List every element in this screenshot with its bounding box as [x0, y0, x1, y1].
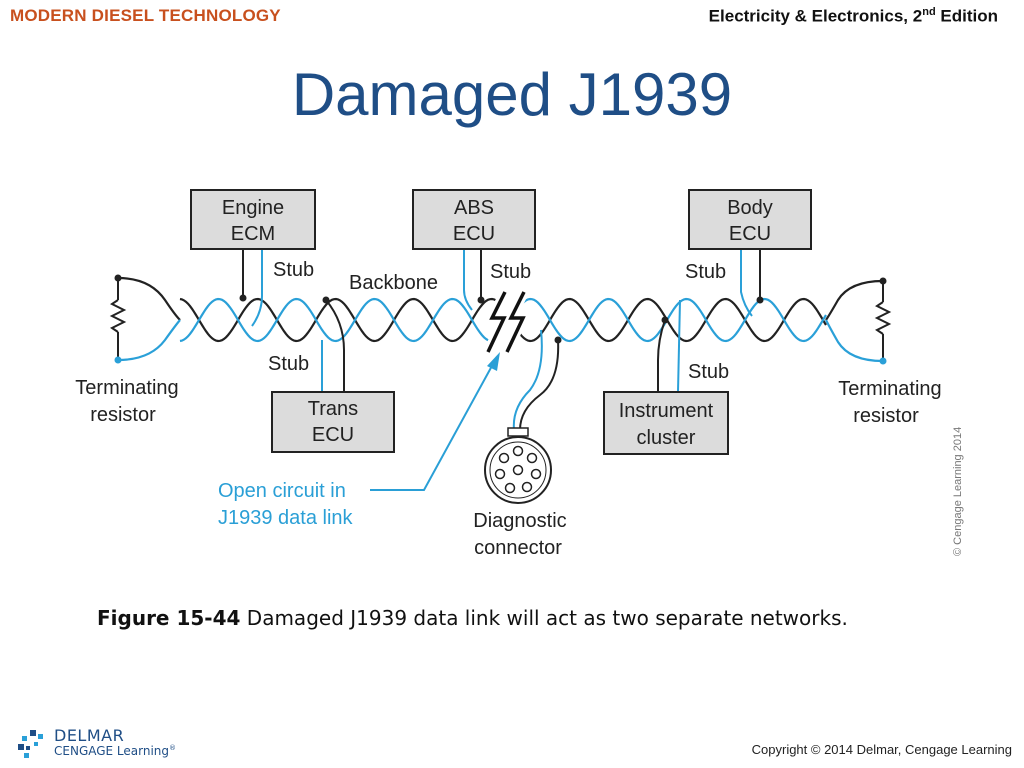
abs-ecu-line2: ECU	[453, 223, 495, 245]
open-circuit-arrow	[370, 352, 500, 491]
trans-ecu-line1: Trans	[308, 398, 358, 420]
engine-ecm-box: Engine ECM	[190, 189, 316, 250]
terminating-label-right-1: Terminating	[838, 378, 941, 400]
book-title: Electricity & Electronics, 2nd Edition	[709, 6, 998, 27]
instrument-cluster-line1: Instrument	[619, 400, 714, 422]
edition-superscript: nd	[922, 6, 936, 18]
stub-label-abs: Stub	[490, 261, 531, 283]
body-ecu-line1: Body	[727, 197, 773, 219]
stub-label-body: Stub	[685, 261, 726, 283]
resistor-icon	[109, 299, 127, 333]
instrument-cluster-box: Instrument cluster	[603, 391, 729, 455]
j1939-diagram: Engine ECM ABS ECU Body ECU Trans ECU In…	[75, 189, 942, 559]
copyright-text: Copyright © 2014 Delmar, Cengage Learnin…	[751, 742, 1012, 757]
figure-caption: Figure 15-44 Damaged J1939 data link wil…	[97, 606, 848, 630]
instrument-cluster-line2: cluster	[637, 427, 696, 449]
series-title: MODERN DIESEL TECHNOLOGY	[10, 6, 281, 25]
book-title-text: Electricity & Electronics, 2	[708, 6, 923, 26]
stub-label-engine: Stub	[273, 259, 314, 281]
image-credit: © Cengage Learning 2014	[952, 426, 964, 556]
abs-ecu-line1: ABS	[454, 197, 494, 219]
stub-label-trans: Stub	[268, 353, 309, 375]
open-circuit-label-2: J1939 data link	[218, 507, 354, 529]
delmar-logo-icon	[18, 730, 43, 758]
terminating-label-right-2: resistor	[853, 405, 919, 427]
edition-word: Edition	[935, 6, 998, 26]
delmar-logo: DELMAR CENGAGE Learning®	[16, 726, 186, 762]
terminating-label-left-1: Terminating	[75, 377, 178, 399]
terminating-label-left-2: resistor	[90, 404, 156, 426]
backbone-label: Backbone	[349, 272, 438, 294]
terminating-resistor-left	[109, 274, 127, 364]
slide-title: Damaged J1939	[291, 61, 733, 128]
diagnostic-connector-icon	[484, 427, 552, 504]
figure-caption-text: Damaged J1939 data link will act as two …	[240, 606, 848, 630]
break-icon	[483, 289, 531, 355]
terminating-resistor-right	[874, 277, 892, 365]
engine-ecm-line1: Engine	[222, 197, 284, 219]
trans-ecu-box: Trans ECU	[271, 391, 395, 453]
stub-label-instrument: Stub	[688, 361, 729, 383]
body-ecu-line2: ECU	[729, 223, 771, 245]
backbone-twisted-pair	[117, 276, 884, 363]
trans-ecu-line2: ECU	[312, 424, 354, 446]
abs-ecu-box: ABS ECU	[412, 189, 536, 250]
engine-ecm-line2: ECM	[231, 223, 275, 245]
logo-name: DELMAR	[54, 726, 125, 745]
diagnostic-label-1: Diagnostic	[473, 510, 566, 532]
figure-number: Figure 15-44	[97, 606, 241, 630]
diagnostic-label-2: connector	[474, 537, 562, 559]
open-circuit-label-1: Open circuit in	[218, 480, 346, 502]
resistor-icon	[874, 301, 892, 335]
body-ecu-box: Body ECU	[688, 189, 812, 250]
logo-sub: CENGAGE Learning®	[54, 744, 176, 758]
stub-wires	[239, 249, 764, 431]
logo-sub-text: CENGAGE Learning	[54, 744, 170, 758]
logo-trademark: ®	[169, 744, 177, 752]
